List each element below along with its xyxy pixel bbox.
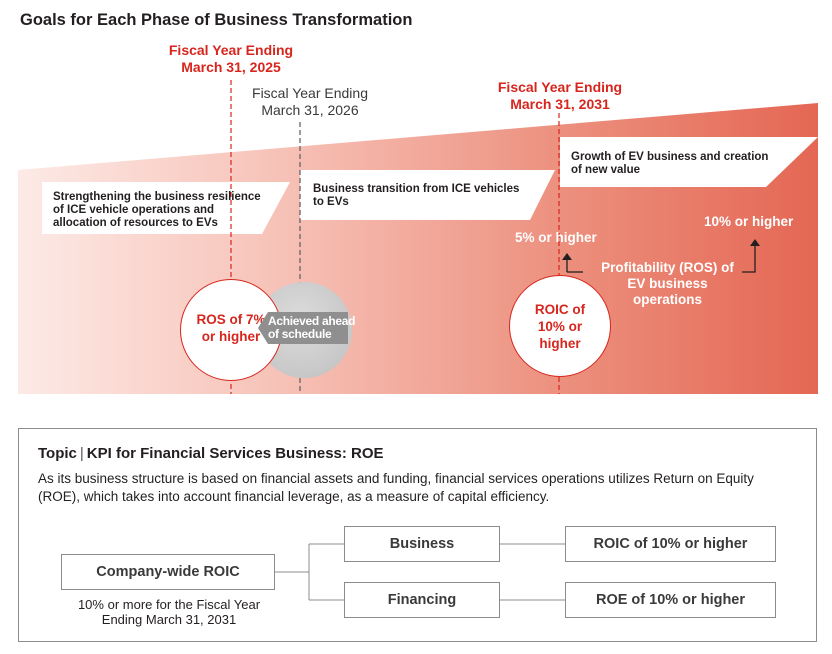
topic-heading: Topic|KPI for Financial Services Busines… <box>38 445 384 462</box>
phase-label-2: Business transition from ICE vehicles to… <box>313 183 520 208</box>
phase-banner-2 <box>300 170 555 220</box>
financing-node: Financing <box>344 582 500 618</box>
financing-target-node: ROE of 10% or higher <box>565 582 776 618</box>
business-target-node: ROIC of 10% or higher <box>565 526 776 562</box>
phase-banner-3 <box>560 137 818 187</box>
topic-description: As its business structure is based on fi… <box>38 471 754 504</box>
phase-label-3: Growth of EV business and creation of ne… <box>571 151 769 176</box>
target-5pct: 5% or higher <box>515 230 597 245</box>
company-wide-roic-node: Company-wide ROIC <box>61 554 275 590</box>
profitability-label: Profitability (ROS) of EV business opera… <box>601 260 734 307</box>
milestone-2025: Fiscal Year Ending March 31, 2025 <box>168 42 294 75</box>
roic-target-circle: ROIC of 10% or higher <box>509 275 611 377</box>
topic-box: Topic|KPI for Financial Services Busines… <box>18 428 817 642</box>
tree-connectors <box>275 543 565 601</box>
milestone-2031: Fiscal Year Ending March 31, 2031 <box>497 79 623 112</box>
target-10pct: 10% or higher <box>704 214 794 229</box>
company-wide-roic-note: 10% or more for the Fiscal Year Ending M… <box>77 597 261 627</box>
arrow-up-right <box>742 244 756 273</box>
phase-banner-1 <box>42 182 290 234</box>
milestone-2026: Fiscal Year Ending March 31, 2026 <box>252 85 368 118</box>
page-title: Goals for Each Phase of Business Transfo… <box>20 11 413 29</box>
business-node: Business <box>344 526 500 562</box>
achieved-badge: Achieved ahead of schedule <box>258 310 355 346</box>
phase-label-1: Strengthening the business resilience of… <box>53 191 261 229</box>
